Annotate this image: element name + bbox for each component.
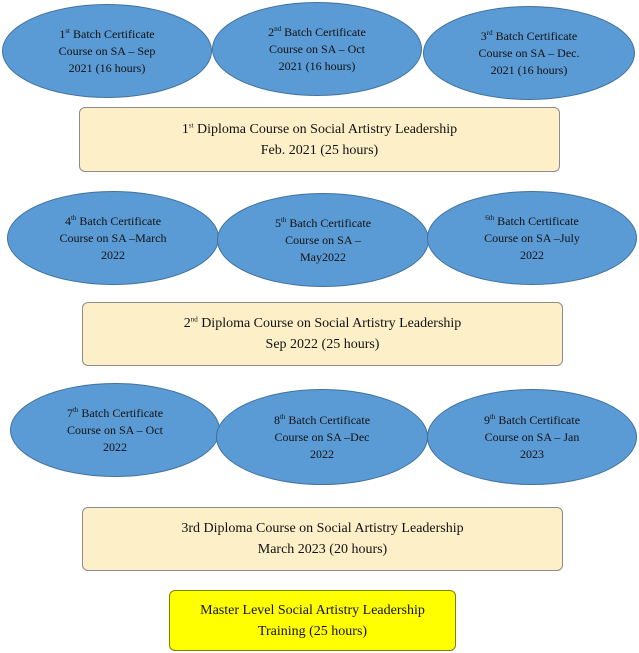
diploma-1-box: 1st Diploma Course on Social Artistry Le… bbox=[79, 107, 560, 172]
batch-9-ellipse: 9th Batch Certificate Course on SA – Jan… bbox=[427, 389, 637, 485]
batch-number: 4 bbox=[64, 213, 71, 228]
diploma-label: Diploma Course on Social Artistry Leader… bbox=[197, 121, 458, 137]
batch-date: 2022 bbox=[102, 439, 127, 454]
master-training-box: Master Level Social Artistry Leadership … bbox=[169, 590, 456, 651]
batch-label: Batch Certificate bbox=[495, 28, 578, 43]
diploma-2-box: 2nd Diploma Course on Social Artistry Le… bbox=[82, 302, 563, 366]
diploma-label: Diploma Course on Social Artistry Leader… bbox=[201, 316, 462, 331]
batch-number: 8 bbox=[273, 412, 280, 427]
master-title: Master Level Social Artistry Leadership bbox=[200, 602, 425, 618]
batch-ordinal: 6th bbox=[485, 213, 495, 222]
batch-label: Batch Certificate bbox=[79, 213, 162, 228]
batch-4-ellipse: 4th Batch Certificate Course on SA –Marc… bbox=[7, 191, 219, 285]
batch-date: 2022 bbox=[310, 446, 334, 461]
batch-course: Course on SA –March bbox=[59, 230, 167, 245]
batch-8-ellipse: 8th Batch Certificate Course on SA –Dec … bbox=[216, 389, 428, 485]
batch-label: Batch Certificate bbox=[497, 213, 579, 228]
batch-3-ellipse: 3rd Batch Certificate Course on SA – Dec… bbox=[423, 6, 635, 100]
batch-date: 2021 (16 hours) bbox=[278, 58, 356, 73]
batch-course: Course on SA – Jan bbox=[484, 429, 580, 444]
diploma-label: 3rd Diploma Course on Social Artistry Le… bbox=[181, 521, 464, 536]
batch-course: Course on SA – Oct bbox=[66, 422, 163, 437]
batch-course: Course on SA –Dec bbox=[274, 429, 370, 444]
batch-ordinal: th bbox=[72, 405, 79, 414]
batch-label: Batch Certificate bbox=[81, 405, 164, 420]
batch-6-ellipse: 6th Batch Certificate Course on SA –July… bbox=[427, 191, 637, 285]
batch-label: Batch Certificate bbox=[288, 412, 371, 427]
diploma-date: March 2023 (20 hours) bbox=[257, 542, 388, 557]
batch-1-ellipse: 1st Batch Certificate Course on SA – Sep… bbox=[2, 4, 212, 98]
batch-course: Course on SA – Sep bbox=[58, 43, 156, 58]
batch-number: 9 bbox=[483, 412, 490, 427]
batch-date: 2022 bbox=[519, 247, 544, 262]
batch-2-ellipse: 2nd Batch Certificate Course on SA – Oct… bbox=[212, 2, 422, 96]
batch-label: Batch Certificate bbox=[284, 24, 366, 39]
batch-label: Batch Certificate bbox=[498, 412, 581, 427]
batch-5-ellipse: 5th Batch Certificate Course on SA – May… bbox=[217, 193, 429, 287]
batch-ordinal: th bbox=[489, 412, 496, 421]
batch-ordinal: th bbox=[280, 215, 287, 224]
batch-number: 3 bbox=[480, 28, 487, 43]
batch-number: 5 bbox=[274, 215, 281, 230]
batch-ordinal: th bbox=[279, 412, 286, 421]
master-duration: Training (25 hours) bbox=[257, 623, 368, 639]
batch-course: Course on SA – Dec. bbox=[478, 45, 580, 60]
batch-course: Course on SA – bbox=[285, 232, 361, 247]
diploma-date: Feb. 2021 (25 hours) bbox=[260, 142, 379, 158]
batch-number: 2 bbox=[268, 24, 275, 39]
batch-label: Batch Certificate bbox=[73, 26, 155, 41]
batch-date: 2023 bbox=[519, 446, 544, 461]
batch-ordinal: rd bbox=[486, 28, 493, 37]
diploma-ordinal: nd bbox=[190, 315, 198, 324]
batch-date: May2022 bbox=[300, 249, 346, 264]
batch-date: 2022 bbox=[101, 247, 125, 262]
batch-date: 2021 (16 hours) bbox=[68, 60, 146, 75]
diploma-3-box: 3rd Diploma Course on Social Artistry Le… bbox=[82, 507, 563, 571]
batch-course: Course on SA –July bbox=[484, 230, 580, 245]
diploma-number: 2 bbox=[183, 316, 191, 331]
diploma-date: Sep 2022 (25 hours) bbox=[265, 337, 380, 352]
batch-number: 1 bbox=[59, 26, 66, 41]
batch-date: 2021 (16 hours) bbox=[490, 62, 568, 77]
batch-7-ellipse: 7th Batch Certificate Course on SA – Oct… bbox=[10, 383, 220, 477]
batch-number: 7 bbox=[66, 405, 73, 420]
diploma-number: 1 bbox=[181, 121, 189, 137]
batch-course: Course on SA – Oct bbox=[268, 41, 365, 56]
batch-ordinal: th bbox=[70, 213, 77, 222]
diploma-ordinal: st bbox=[188, 120, 194, 129]
batch-label: Batch Certificate bbox=[289, 215, 372, 230]
batch-ordinal: st bbox=[65, 26, 70, 35]
batch-ordinal: nd bbox=[274, 24, 282, 33]
